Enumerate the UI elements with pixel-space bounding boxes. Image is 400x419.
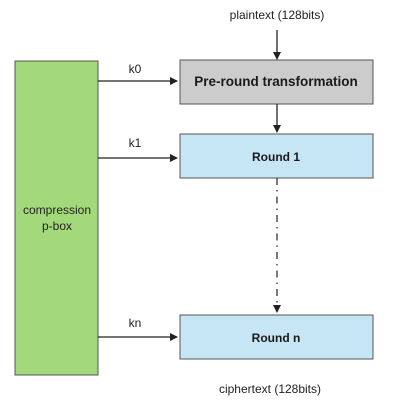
pre-round-transformation-label: Pre-round transformation [194, 74, 358, 89]
compression-pbox-label-line1: compression [23, 203, 91, 217]
ciphertext-label: ciphertext (128bits) [219, 382, 321, 396]
round-n-box [179, 314, 374, 360]
key-label-kn: kn [129, 316, 142, 330]
compression-pbox-label-line2: p-box [42, 219, 72, 233]
key-label-k0: k0 [129, 62, 142, 76]
compression-pbox-box [14, 60, 99, 376]
key-label-k1: k1 [129, 136, 142, 150]
plaintext-label: plaintext (128bits) [230, 8, 325, 22]
round-1-label: Round 1 [252, 150, 300, 164]
pre-round-transformation-box [179, 59, 374, 105]
round-n-label: Round n [252, 331, 301, 345]
